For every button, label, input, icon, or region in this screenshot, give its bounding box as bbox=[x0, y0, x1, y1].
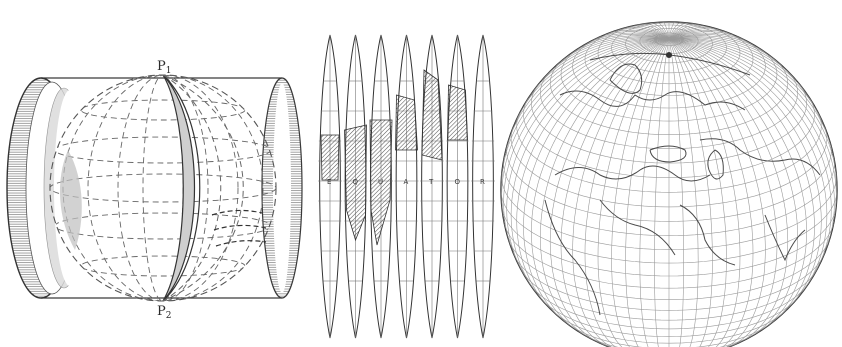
equator-letter: R bbox=[480, 178, 486, 186]
equator-letter: A bbox=[404, 178, 410, 186]
equator-letter: T bbox=[428, 178, 434, 186]
gore-land-mass bbox=[448, 85, 468, 140]
equator-letter: O bbox=[455, 178, 462, 186]
gore-land-mass bbox=[321, 135, 339, 180]
pole-label-top: P1 bbox=[157, 59, 171, 76]
equator-letter: E bbox=[327, 178, 332, 186]
orthographic-globe-panel bbox=[501, 22, 837, 347]
cylinder-projection-panel: P1 P2 bbox=[7, 59, 302, 321]
equator-letter: Q bbox=[353, 178, 360, 186]
equator-letter: U bbox=[378, 178, 384, 186]
pole-label-bottom: P2 bbox=[157, 304, 171, 321]
gore-land-mass bbox=[396, 95, 418, 150]
north-pole-marker bbox=[666, 52, 672, 58]
